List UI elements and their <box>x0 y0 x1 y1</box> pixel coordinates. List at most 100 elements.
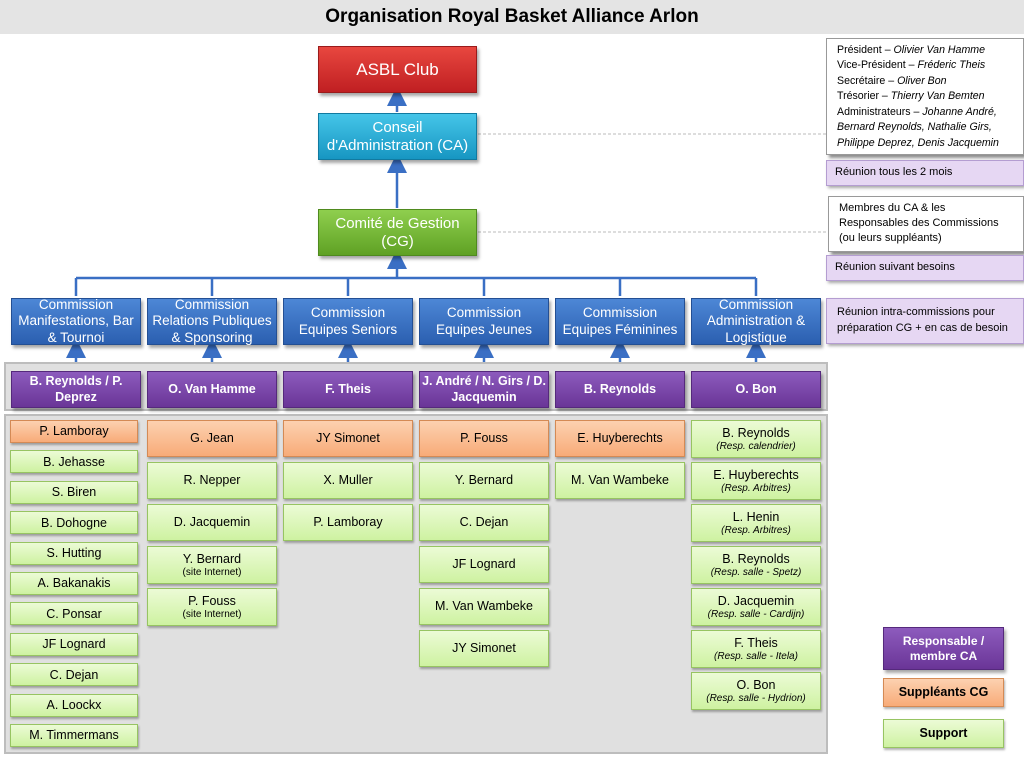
member-name: M. Van Wambeke <box>571 473 669 488</box>
suppleant-box: G. Jean <box>147 420 277 457</box>
suppleant-box: P. Lamboray <box>10 420 138 443</box>
member-name: P. Fouss <box>460 431 508 446</box>
asbl-club-label: ASBL Club <box>356 59 439 79</box>
commission-label: & Sponsoring <box>171 329 253 345</box>
legend-responsable: Responsable / membre CA <box>883 627 1004 670</box>
support-box: D. Jacquemin <box>147 504 277 541</box>
commission-label: Commission <box>582 305 658 321</box>
member-role: (Resp. Arbitres) <box>721 482 791 494</box>
ca-meeting-note: Réunion tous les 2 mois <box>826 160 1024 186</box>
member-name: P. Fouss <box>188 593 236 608</box>
support-box: A. Bakanakis <box>10 572 138 595</box>
legend-support: Support <box>883 719 1004 748</box>
member-name: E. Huyberechts <box>577 431 663 446</box>
member-name: M. Van Wambeke <box>435 599 533 614</box>
support-box: P. Fouss(site Internet) <box>147 588 277 626</box>
cg-meeting-note: Réunion suivant besoins <box>826 255 1024 281</box>
support-box: S. Hutting <box>10 541 138 565</box>
support-box: B. Reynolds(Resp. calendrier) <box>691 420 821 458</box>
support-box: JF Lognard <box>419 546 549 583</box>
ca-label-line-2: d'Administration (CA) <box>326 136 469 154</box>
cg-members-box: Membres du CA & les Responsables des Com… <box>828 196 1024 252</box>
support-box: Y. Bernard <box>419 462 549 499</box>
support-box: JY Simonet <box>419 630 549 667</box>
member-name: Y. Bernard <box>454 473 514 488</box>
ca-member-line: Président – Olivier Van Hamme <box>837 44 985 56</box>
support-box: C. Dejan <box>419 504 549 541</box>
commission-label: Commission <box>38 297 114 313</box>
responsable-name: O. Bon <box>735 381 777 396</box>
support-box: D. Jacquemin(Resp. salle - Cardijn) <box>691 588 821 626</box>
support-box: O. Bon(Resp. salle - Hydrion) <box>691 672 821 710</box>
member-name: B. Reynolds <box>722 425 790 440</box>
responsable-box: F. Theis <box>283 371 413 408</box>
suppleant-box: E. Huyberechts <box>555 420 685 457</box>
support-box: P. Lamboray <box>283 504 413 541</box>
member-name: B. Reynolds <box>722 551 790 566</box>
member-name: D. Jacquemin <box>717 593 795 608</box>
responsable-box: O. Bon <box>691 371 821 408</box>
support-box: A. Loockx <box>10 693 138 717</box>
responsable-box: B. Reynolds <box>555 371 685 408</box>
support-box: B. Reynolds(Resp. salle - Spetz) <box>691 546 821 584</box>
commission-label: Logistique <box>725 329 787 345</box>
ca-member-line: Philippe Deprez, Denis Jacquemin <box>837 136 999 149</box>
member-role: (site Internet) <box>182 566 242 578</box>
ca-member-line: Administrateurs – Johanne André, <box>837 105 997 118</box>
responsable-name: O. Van Hamme <box>168 381 256 396</box>
member-name: X. Muller <box>323 473 373 488</box>
member-role: (Resp. salle - Hydrion) <box>706 692 806 704</box>
asbl-club-box: ASBL Club <box>318 46 477 93</box>
member-name: B. Dohogne <box>40 515 108 530</box>
support-box: E. Huyberechts(Resp. Arbitres) <box>691 462 821 500</box>
ca-member-line: Bernard Reynolds, Nathalie Girs, <box>837 121 992 134</box>
support-box: B. Dohogne <box>10 511 138 535</box>
support-box: JF Lognard <box>10 632 138 656</box>
responsable-name: Deprez <box>55 389 97 404</box>
member-name: P. Lamboray <box>39 424 109 439</box>
responsable-box: B. Reynolds / P.Deprez <box>11 371 141 408</box>
commission-meeting-note: Réunion intra-commissions pour préparati… <box>826 298 1024 344</box>
member-name: Y. Bernard <box>182 551 242 566</box>
comite-gestion-box: Comité de Gestion (CG) <box>318 209 477 256</box>
cg-label-line-2: (CG) <box>381 232 414 250</box>
support-box: X. Muller <box>283 462 413 499</box>
responsable-name: J. André / N. Girs / D. <box>422 373 546 388</box>
member-name: M. Timmermans <box>29 728 119 743</box>
member-role: (site Internet) <box>182 608 242 620</box>
support-box: M. Van Wambeke <box>555 462 685 499</box>
support-box: R. Nepper <box>147 462 277 499</box>
conseil-administration-box: Conseil d'Administration (CA) <box>318 113 477 160</box>
member-role: (Resp. salle - Spetz) <box>710 566 802 578</box>
support-box: M. Timmermans <box>10 724 138 747</box>
member-name: G. Jean <box>190 431 234 446</box>
ca-member-line: Vice-Président – Fréderic Theis <box>837 59 986 72</box>
ca-member-line: Trésorier – Thierry Van Bemten <box>837 90 985 103</box>
suppleant-box: P. Fouss <box>419 420 549 457</box>
commission-label: Administration & <box>706 313 806 329</box>
ca-member-line: Secrétaire – Oliver Bon <box>837 74 947 87</box>
responsable-name: B. Reynolds / P. <box>29 373 123 388</box>
member-role: (Resp. salle - Itela) <box>714 650 798 662</box>
member-name: S. Biren <box>51 485 97 500</box>
member-name: JF Lognard <box>452 557 516 572</box>
commission-label: Equipes Jeunes <box>435 321 533 337</box>
member-name: JY Simonet <box>316 431 380 446</box>
support-box: L. Henin(Resp. Arbitres) <box>691 504 821 542</box>
member-name: P. Lamboray <box>313 515 383 530</box>
commission-label: Manifestations, Bar <box>18 313 134 329</box>
member-name: C. Dejan <box>49 667 99 682</box>
responsable-box: J. André / N. Girs / D.Jacquemin <box>419 371 549 408</box>
member-name: JY Simonet <box>452 641 516 656</box>
member-name: S. Hutting <box>46 545 102 560</box>
member-name: C. Ponsar <box>46 606 102 621</box>
commission-label: Commission <box>718 297 794 313</box>
commission-label: Commission <box>446 305 522 321</box>
responsables-panel <box>4 362 828 411</box>
commission-label: Equipes Seniors <box>298 321 398 337</box>
member-name: JF Lognard <box>42 637 106 652</box>
